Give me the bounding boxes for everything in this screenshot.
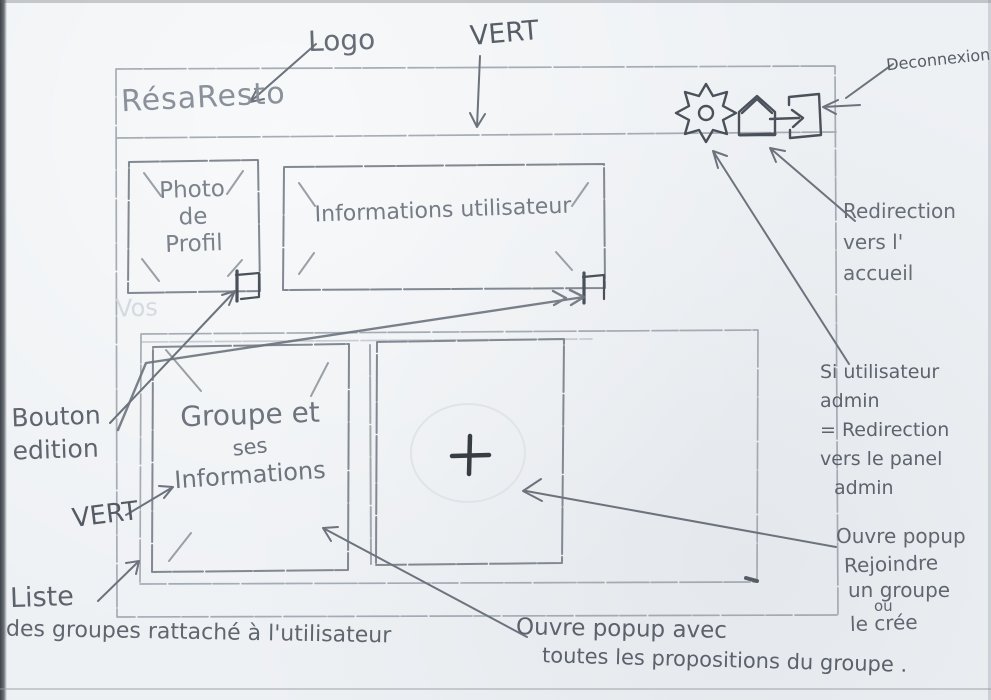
add-group-card bbox=[375, 338, 565, 566]
arrow-vert-top bbox=[469, 55, 486, 128]
admin-line1: Si utilisateur bbox=[820, 361, 940, 383]
container-corner-mark bbox=[744, 576, 759, 583]
annotation-popup-rejoindre-line5: le crée bbox=[849, 609, 919, 637]
group-card-label: Groupe et ses Informations bbox=[152, 396, 348, 495]
admin-line2: admin bbox=[820, 390, 880, 412]
annotation-bouton-edition: Bouton edition bbox=[11, 398, 102, 467]
annotation-popup-rejoindre-line2: Rejoindre bbox=[843, 550, 939, 578]
photo-edit-button bbox=[234, 269, 261, 303]
profile-photo-label: Photo de Profil bbox=[127, 175, 260, 260]
scan-edge-left bbox=[0, 0, 7, 700]
annotation-popup-rejoindre-line4: ou bbox=[874, 597, 893, 615]
logout-icon bbox=[768, 92, 823, 140]
arrow-deconnexion bbox=[822, 63, 894, 115]
redirection-line3: accueil bbox=[843, 261, 914, 285]
arrow-admin-gear bbox=[712, 150, 850, 365]
annotation-popup-rejoindre-line1: Ouvre popup bbox=[836, 524, 966, 548]
group-card bbox=[151, 343, 350, 573]
scan-edge-bottom bbox=[0, 688, 991, 690]
header-divider bbox=[116, 131, 837, 139]
add-group-card-double-edge bbox=[369, 344, 372, 565]
arrow-popup-propositions bbox=[322, 526, 528, 638]
annotation-popup-rejoindre-line3: un groupe bbox=[848, 578, 951, 602]
arrow-redirection-accueil bbox=[769, 147, 856, 222]
edition-line2: edition bbox=[12, 433, 100, 466]
annotation-redirection-accueil: Redirection vers l' accueil bbox=[843, 196, 956, 289]
edition-line1: Bouton bbox=[10, 400, 102, 433]
scan-edge-top bbox=[0, 0, 991, 3]
settings-gear-icon bbox=[674, 82, 738, 144]
scan-edge-right bbox=[988, 0, 991, 700]
admin-line5: admin bbox=[834, 477, 894, 499]
faint-erased-note: Vos bbox=[115, 293, 159, 323]
arrow-vert-left bbox=[125, 485, 174, 516]
annotation-vert-header: VERT bbox=[468, 15, 541, 52]
add-group-halo bbox=[410, 403, 526, 503]
admin-line4: vers le panel bbox=[820, 448, 943, 470]
user-info-box bbox=[282, 163, 606, 291]
main-frame bbox=[115, 65, 839, 618]
redirection-line2: vers l' bbox=[843, 230, 904, 254]
plus-icon bbox=[449, 433, 492, 477]
annotation-admin-redirect: Si utilisateur admin = Redirection vers … bbox=[820, 358, 949, 503]
arrow-popup-rejoindre bbox=[522, 478, 837, 548]
annotation-liste-line1: Liste bbox=[9, 580, 75, 615]
arrow-edition-info bbox=[116, 288, 586, 432]
arrow-liste-groupes bbox=[97, 560, 140, 602]
redirection-line1: Redirection bbox=[843, 199, 956, 223]
photo-label-line3: Profil bbox=[164, 229, 224, 258]
annotation-logo: Logo bbox=[307, 22, 376, 59]
annotation-popup-propositions-line1: Ouvre popup avec bbox=[515, 614, 728, 644]
home-icon bbox=[737, 94, 777, 137]
admin-line3: = Redirection bbox=[820, 419, 950, 441]
arrow-logo bbox=[249, 43, 317, 103]
